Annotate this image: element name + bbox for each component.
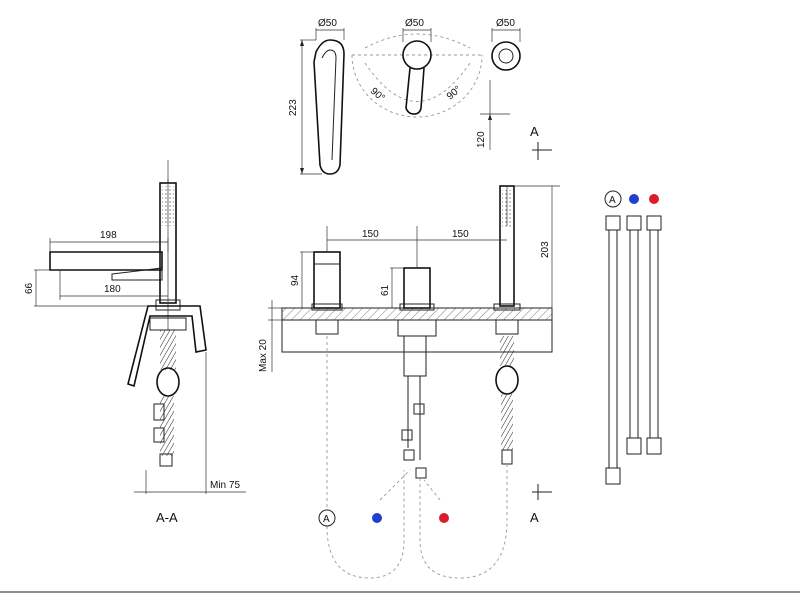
inner-length-label: 180 [104,284,121,295]
max-20-label: Max 20 [258,339,269,372]
section-mark-a-top: A [530,124,539,139]
height-61-label: 61 [380,284,391,296]
angle-right-label: 90° [445,84,464,102]
height-94-label: 94 [290,274,301,286]
min-75-label: Min 75 [210,480,240,491]
height-223-label: 223 [288,99,299,116]
section-mark-top: A [530,124,552,160]
section-mark-a-bottom: A [530,510,539,525]
spout-profile: 223 Ø50 [288,18,345,175]
hand-shower-top: Ø50 [491,18,521,71]
hot-dot [439,513,449,523]
diameter-left-label: Ø50 [318,18,337,29]
diameter-right-label: Ø50 [496,18,515,29]
legend-a-hoses: A [609,195,616,206]
height-203-label: 203 [540,241,551,258]
spacing-right-label: 150 [452,229,469,240]
hose-hot-dot [649,194,659,204]
hoses-set: A [604,190,662,485]
section-aa-title: A-A [156,510,178,525]
hose-cold-dot [629,194,639,204]
legend-a-front: A [323,514,330,525]
cold-dot [372,513,382,523]
spacing-left-label: 150 [362,229,379,240]
height-66-label: 66 [24,282,35,294]
front-view: 94 61 150 150 203 Ma [258,185,560,579]
diameter-mid-label: Ø50 [405,18,424,29]
mixer-top: Ø50 90° 90° 120 [351,18,510,150]
height-120-label: 120 [476,131,487,148]
angle-left-label: 90° [368,86,387,104]
side-view: 198 180 66 Min 75 A-A [24,160,246,525]
top-view: 223 Ø50 Ø50 90° 90° 120 [288,18,552,175]
spout-length-label: 198 [100,230,117,241]
